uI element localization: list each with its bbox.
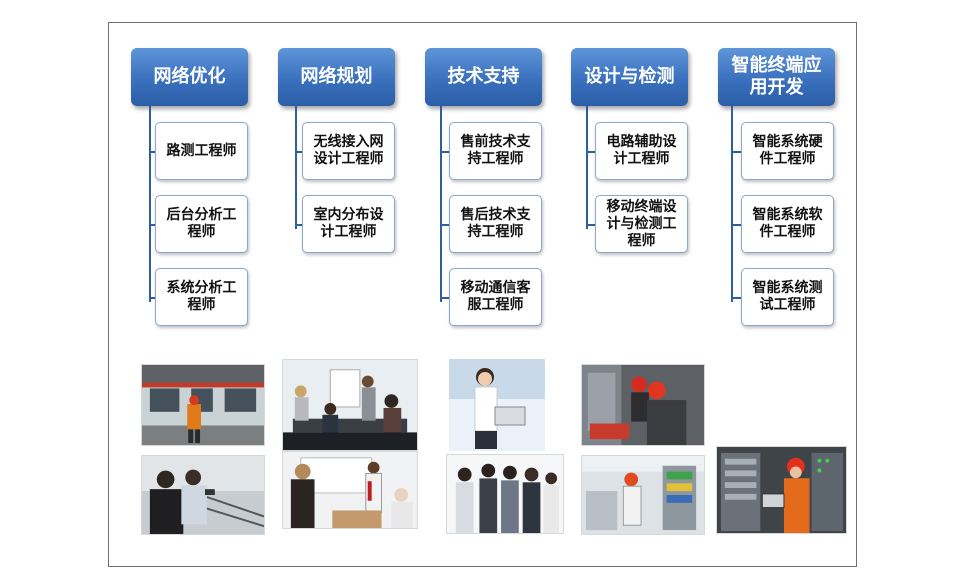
- connector-vertical: [149, 106, 151, 302]
- role-box: 智能系统硬件工程师: [741, 122, 834, 180]
- connector-branch: [295, 151, 302, 153]
- connector-branch: [440, 297, 449, 299]
- header-network-optimization: 网络优化: [131, 48, 248, 106]
- connector-branch: [440, 151, 449, 153]
- connector-branch: [731, 297, 741, 299]
- equipment-inspection-photo-icon: [581, 364, 705, 446]
- support-woman-photo-icon: [449, 359, 545, 451]
- role-box: 系统分析工程师: [155, 268, 248, 326]
- field-engineers-photo-icon: [141, 455, 265, 535]
- role-box: 智能系统软件工程师: [741, 195, 834, 253]
- connector-branch: [149, 151, 155, 153]
- connector-branch: [440, 224, 449, 226]
- header-network-planning: 网络规划: [278, 48, 395, 106]
- role-box: 售后技术支持工程师: [449, 195, 542, 253]
- diagram-frame: 网络优化 路测工程师 后台分析工程师 系统分析工程师 网络规划 无线接入网设计工…: [108, 22, 857, 567]
- presentation-photo-icon: [282, 451, 418, 529]
- team-photo-icon: [446, 454, 564, 534]
- role-box: 无线接入网设计工程师: [302, 122, 395, 180]
- header-design-testing: 设计与检测: [571, 48, 688, 106]
- connector-vertical: [731, 106, 733, 302]
- connector-branch: [586, 224, 595, 226]
- role-box: 后台分析工程师: [155, 195, 248, 253]
- header-smart-terminal-dev: 智能终端应用开发: [718, 48, 835, 106]
- connector-branch: [731, 224, 741, 226]
- role-box: 路测工程师: [155, 122, 248, 180]
- connector-branch: [149, 297, 155, 299]
- role-box: 移动终端设计与检测工程师: [595, 195, 688, 253]
- connector-vertical: [586, 106, 588, 229]
- connector-branch: [295, 224, 302, 226]
- server-rack-engineer-photo-icon: [716, 446, 847, 534]
- connector-vertical: [295, 106, 297, 229]
- connector-vertical: [440, 106, 442, 302]
- role-box: 室内分布设计工程师: [302, 195, 395, 253]
- subway-engineer-photo-icon: [141, 364, 265, 446]
- role-box: 电路辅助设计工程师: [595, 122, 688, 180]
- meeting-photo-icon: [282, 359, 418, 451]
- header-technical-support: 技术支持: [425, 48, 542, 106]
- connector-branch: [586, 151, 595, 153]
- lab-testing-photo-icon: [581, 455, 705, 535]
- connector-branch: [149, 224, 155, 226]
- role-box: 移动通信客服工程师: [449, 268, 542, 326]
- connector-branch: [731, 151, 741, 153]
- role-box: 智能系统测试工程师: [741, 268, 834, 326]
- role-box: 售前技术支持工程师: [449, 122, 542, 180]
